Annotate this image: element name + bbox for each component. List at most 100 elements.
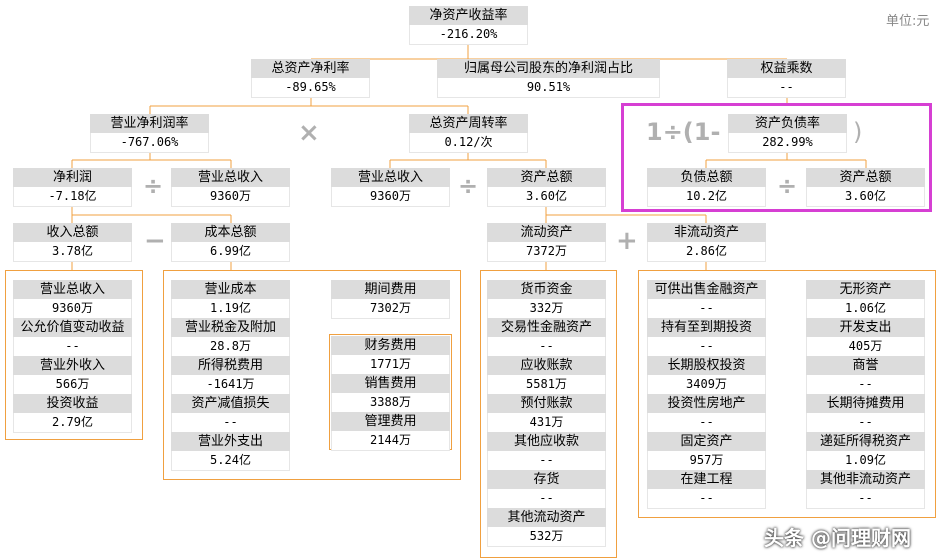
cost-items-group [163,270,461,480]
income-total-label: 收入总额 [13,223,132,242]
multiply-operator: × [298,118,320,148]
roa-label: 总资产净利率 [251,59,370,78]
total-assets-label-b: 资产总额 [806,168,925,187]
current-assets-value: 7372万 [487,242,606,262]
noncurrent-asset-item-value: -- [806,489,925,509]
noncurrent-asset-item-label: 在建工程 [647,470,766,489]
cost-item-value: -- [171,413,290,433]
debt-ratio-value: 282.99% [728,133,847,153]
noncurrent-asset-item: 在建工程-- [647,470,766,509]
noncurrent-asset-item-value: 3409万 [647,375,766,395]
noncurrent-asset-item: 持有至到期投资-- [647,318,766,357]
equation-prefix: 1÷(1- [646,118,721,146]
net-profit-node: 净利润 -7.18亿 [13,168,132,207]
asset-turnover-label: 总资产周转率 [409,114,528,133]
noncurrent-asset-item-value: -- [806,413,925,433]
expense-item-label: 销售费用 [331,374,450,393]
current-asset-item-label: 其他应收款 [487,432,606,451]
cost-item-value: 5.24亿 [171,451,290,471]
noncurrent-asset-item-label: 长期股权投资 [647,356,766,375]
total-liabilities-node: 负债总额 10.2亿 [647,168,766,207]
cost-item-value: 1.19亿 [171,299,290,319]
noncurrent-asset-item-value: 1.09亿 [806,451,925,471]
divide-operator-3: ÷ [777,172,798,200]
roe-value: -216.20% [409,25,528,45]
noncurrent-asset-item-label: 商誉 [806,356,925,375]
current-asset-item-value: 532万 [487,527,606,547]
income-item-label: 营业总收入 [13,280,132,299]
total-assets-label-a: 资产总额 [487,168,606,187]
cost-item-label: 营业成本 [171,280,290,299]
noncurrent-asset-item-label: 长期待摊费用 [806,394,925,413]
net-margin-label: 营业净利润率 [90,114,209,133]
current-asset-item: 其他应收款-- [487,432,606,471]
current-asset-item: 交易性金融资产-- [487,318,606,357]
current-asset-item-label: 预付账款 [487,394,606,413]
noncurrent-asset-item-value: 405万 [806,337,925,357]
income-item-label: 营业外收入 [13,356,132,375]
noncurrent-asset-item-value: -- [806,375,925,395]
debt-ratio-label: 资产负债率 [728,114,847,133]
noncurrent-asset-item-value: 957万 [647,451,766,471]
income-item-value: -- [13,337,132,357]
noncurrent-assets-label: 非流动资产 [647,223,766,242]
total-assets-value-a: 3.60亿 [487,187,606,207]
equation-suffix: ) [853,118,863,146]
watermark: 头条 @问理财网 [764,526,911,550]
net-margin-value: -767.06% [90,133,209,153]
roe-node: 净资产收益率 -216.20% [409,6,528,45]
cost-total-value: 6.99亿 [171,242,290,262]
noncurrent-assets-node: 非流动资产 2.86亿 [647,223,766,262]
parent-share-value: 90.51% [437,78,660,98]
period-expense-value: 7302万 [331,299,450,319]
expense-item-value: 1771万 [331,355,450,375]
noncurrent-asset-item: 其他非流动资产-- [806,470,925,509]
equity-multiplier-value: -- [727,78,846,98]
noncurrent-asset-item-label: 其他非流动资产 [806,470,925,489]
total-assets-node-b: 资产总额 3.60亿 [806,168,925,207]
expense-item-label: 财务费用 [331,336,450,355]
debt-ratio-highlight [621,103,932,212]
minus-operator: − [144,226,166,256]
current-asset-item-value: -- [487,489,606,509]
noncurrent-asset-item: 可供出售金融资产-- [647,280,766,319]
asset-turnover-value: 0.12/次 [409,133,528,153]
current-asset-item-label: 货币资金 [487,280,606,299]
divide-operator-2: ÷ [458,172,479,200]
income-item-value: 2.79亿 [13,413,132,433]
cost-item-label: 营业税金及附加 [171,318,290,337]
noncurrent-items-group [638,270,936,518]
cost-item-value: -1641万 [171,375,290,395]
revenue-node-a: 营业总收入 9360万 [171,168,290,207]
equity-multiplier-label: 权益乘数 [727,59,846,78]
current-asset-item-value: 5581万 [487,375,606,395]
noncurrent-asset-item-value: -- [647,489,766,509]
income-total-value: 3.78亿 [13,242,132,262]
current-assets-label: 流动资产 [487,223,606,242]
debt-ratio-node: 资产负债率 282.99% [728,114,847,153]
current-items-group [480,270,617,558]
current-asset-item-value: -- [487,337,606,357]
noncurrent-asset-item-label: 可供出售金融资产 [647,280,766,299]
equity-multiplier-node: 权益乘数 -- [727,59,846,98]
divide-operator-1: ÷ [143,172,164,200]
period-expense-label: 期间费用 [331,280,450,299]
noncurrent-asset-item-value: -- [647,413,766,433]
net-profit-value: -7.18亿 [13,187,132,207]
income-item-value: 566万 [13,375,132,395]
expense-item-label: 管理费用 [331,412,450,431]
noncurrent-asset-item-label: 开发支出 [806,318,925,337]
roe-label: 净资产收益率 [409,6,528,25]
noncurrent-asset-item-label: 递延所得税资产 [806,432,925,451]
noncurrent-asset-item: 投资性房地产-- [647,394,766,433]
noncurrent-asset-item-label: 持有至到期投资 [647,318,766,337]
